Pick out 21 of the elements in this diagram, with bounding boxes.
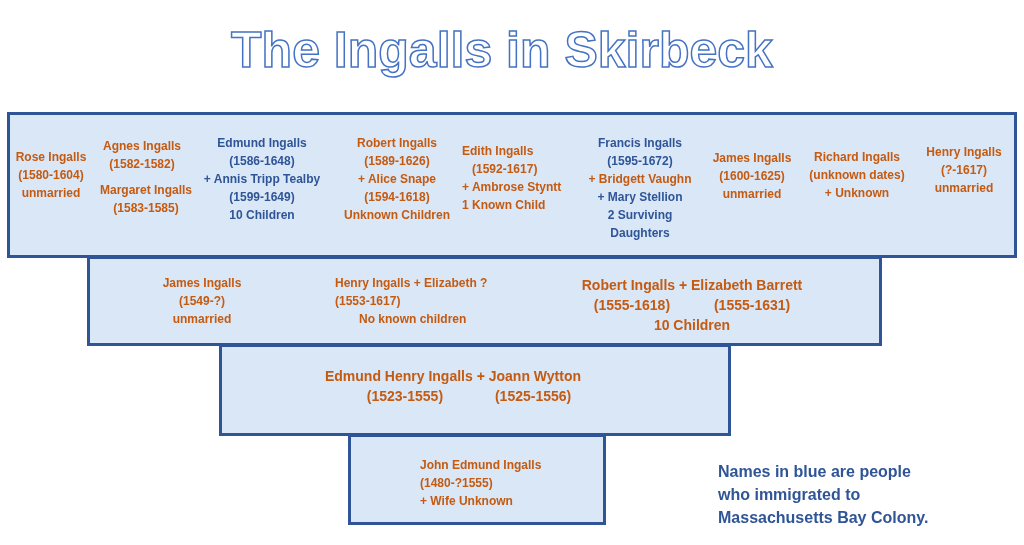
person-entry: Edmund Ingalls (1586-1648) + Annis Tripp Tealby (1599-1649) 10 Children — [203, 135, 321, 224]
person-entry: Agnes Ingalls (1582-1582) — [103, 138, 181, 173]
family-band — [7, 112, 1017, 258]
family-band — [219, 344, 731, 436]
person-entry: Richard Ingalls (unknown dates) + Unknown — [809, 149, 905, 202]
person-entry: Robert Ingalls + Elizabeth Barrett (1555-1618) (1555-1631) 10 Children — [581, 276, 803, 335]
person-entry: Margaret Ingalls (1583-1585) — [100, 182, 192, 217]
person-entry: James Ingalls (1549-?) unmarried — [162, 275, 242, 328]
person-entry: Edmund Henry Ingalls + Joann Wytton (1523-1555) (1525-1556) — [325, 367, 581, 406]
person-entry: Edith Ingalls (1592-1617) + Ambrose Styntt 1 Known Child — [462, 143, 562, 214]
person-entry: Rose Ingalls (1580-1604) unmarried — [15, 149, 87, 202]
person-entry: Henry Ingalls + Elizabeth ? (1553-1617) No known children — [335, 275, 488, 328]
title: The Ingalls in Skirbeck — [231, 21, 773, 80]
person-entry: Henry Ingalls (?-1617) unmarried — [926, 144, 1002, 197]
person-entry: James Ingalls (1600-1625) unmarried — [712, 150, 792, 203]
person-entry: John Edmund Ingalls (1480-?1555) + Wife Unknown — [420, 457, 542, 510]
person-entry: Robert Ingalls (1589-1626) + Alice Snape (1594-1618) Unknown Children — [344, 135, 450, 224]
note-text: Names in blue are people who immigrated to Massachusetts Bay Colony. — [718, 462, 930, 528]
person-entry: Francis Ingalls (1595-1672) + Bridgett Vaughn + Mary Stellion 2 Surviving Daughters — [588, 135, 692, 242]
family-band — [87, 256, 882, 346]
family-band — [348, 434, 606, 525]
